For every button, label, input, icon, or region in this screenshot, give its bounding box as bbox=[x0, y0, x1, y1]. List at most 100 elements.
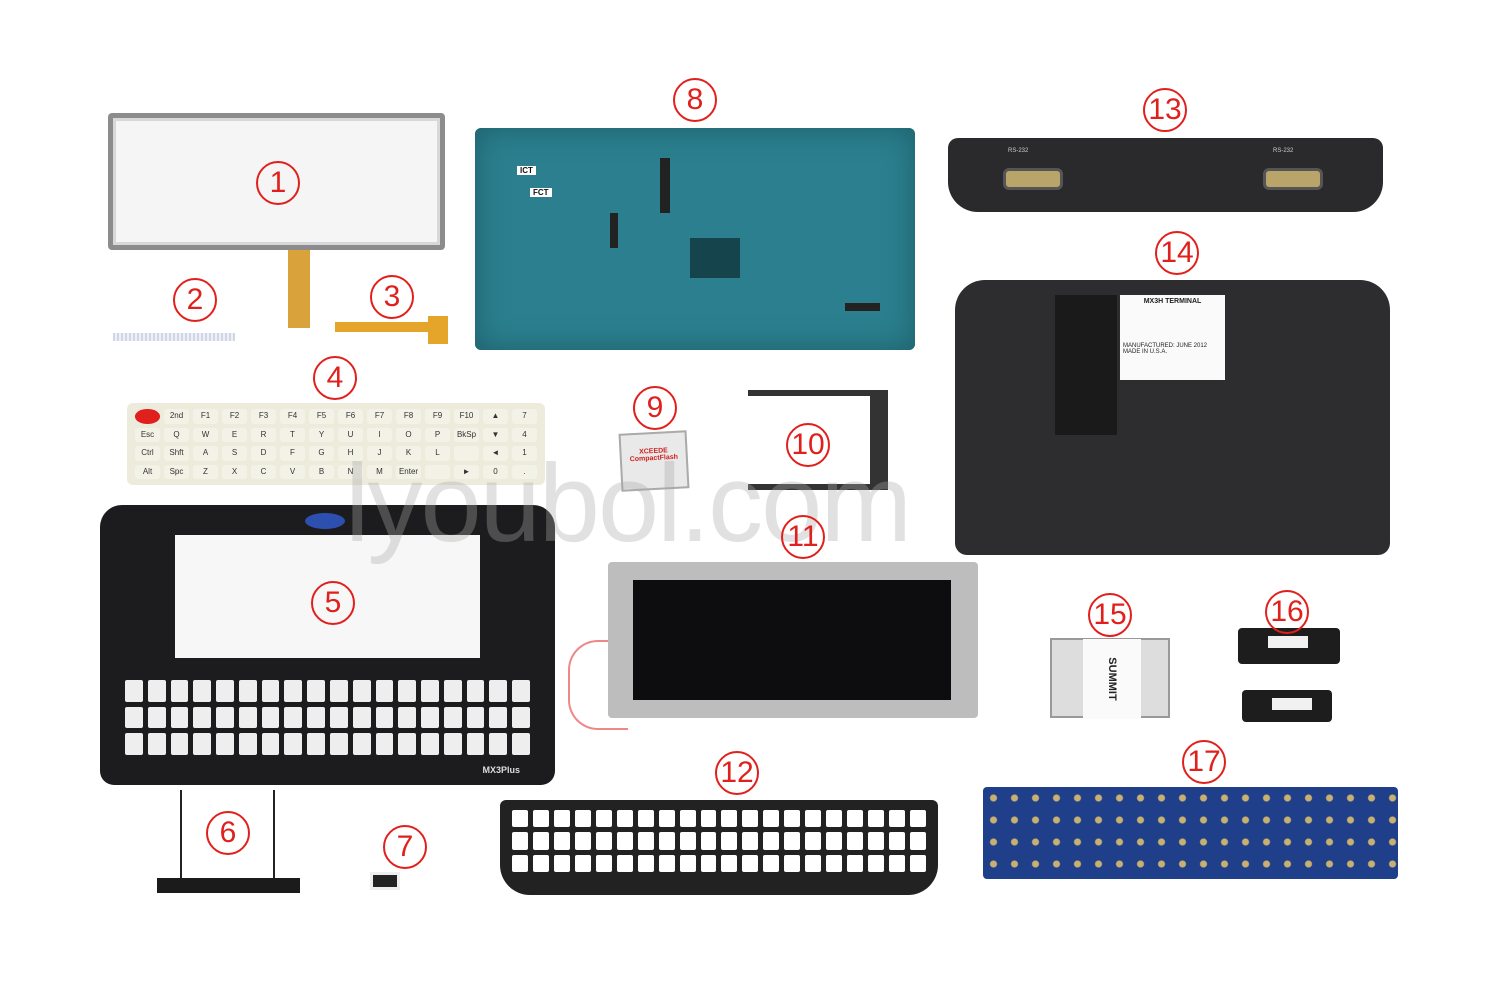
label-date: MANUFACTURED: JUNE 2012 bbox=[1123, 343, 1208, 349]
keypad-key: F10 bbox=[454, 409, 479, 424]
key-hole bbox=[375, 706, 394, 729]
keypad-key: S bbox=[222, 446, 247, 461]
part-number: 14 bbox=[1155, 231, 1199, 275]
key-hole bbox=[238, 706, 257, 729]
key-hole bbox=[616, 810, 633, 828]
keypad-key: Alt bbox=[135, 464, 160, 479]
key-hole bbox=[637, 810, 654, 828]
key-hole bbox=[679, 810, 696, 828]
keypad-key: B bbox=[309, 464, 334, 479]
part-number: 6 bbox=[206, 811, 250, 855]
part-number: 17 bbox=[1182, 740, 1226, 784]
key-hole bbox=[763, 854, 780, 872]
key-hole bbox=[532, 854, 549, 872]
keypad-key: V bbox=[280, 464, 305, 479]
keypad-key: Esc bbox=[135, 427, 160, 442]
part-number: 5 bbox=[311, 581, 355, 625]
key-hole bbox=[742, 810, 759, 828]
keypad-key: ▼ bbox=[483, 427, 508, 442]
flex-cable bbox=[335, 322, 440, 332]
key-hole bbox=[553, 810, 570, 828]
radio-brand: SUMMIT bbox=[1083, 639, 1141, 719]
keypad-key: Ctrl bbox=[135, 446, 160, 461]
keypad-key bbox=[425, 464, 450, 479]
part-number: 11 bbox=[781, 515, 825, 559]
key-hole bbox=[742, 854, 759, 872]
key-hole bbox=[147, 680, 166, 702]
key-hole bbox=[910, 854, 926, 872]
key-hole bbox=[805, 832, 822, 850]
key-hole bbox=[307, 680, 325, 702]
keypad-key: M bbox=[367, 464, 392, 479]
key-hole bbox=[170, 733, 189, 755]
keypad-key: H bbox=[338, 446, 363, 461]
keypad-key: G bbox=[309, 446, 334, 461]
key-hole bbox=[421, 680, 439, 702]
keypad-key: K bbox=[396, 446, 421, 461]
lcd-cable bbox=[568, 640, 628, 730]
key-hole bbox=[125, 680, 143, 702]
key-hole bbox=[910, 832, 926, 850]
connector-strip: RS-232 RS-232 bbox=[948, 138, 1383, 212]
part-number: 9 bbox=[633, 386, 677, 430]
part-number: 4 bbox=[313, 356, 357, 400]
key-hole bbox=[147, 706, 166, 729]
key-hole bbox=[216, 706, 234, 729]
key-hole bbox=[193, 706, 212, 729]
keypad-key: 0 bbox=[483, 464, 508, 479]
keypad-key: F bbox=[280, 446, 305, 461]
key-hole bbox=[238, 680, 257, 702]
key-hole bbox=[616, 854, 633, 872]
keypad-board bbox=[983, 787, 1398, 879]
key-hole bbox=[352, 733, 371, 755]
gasket bbox=[1238, 628, 1340, 664]
keypad-key: R bbox=[251, 427, 276, 442]
serial-port bbox=[1003, 168, 1063, 190]
keypad-key: Q bbox=[164, 427, 189, 442]
keypad-key bbox=[454, 446, 479, 461]
key-hole bbox=[784, 832, 801, 850]
key-hole bbox=[512, 810, 528, 828]
key-hole bbox=[193, 733, 212, 755]
key-hole bbox=[616, 832, 633, 850]
keypad-key: W bbox=[193, 427, 218, 442]
key-hole bbox=[574, 832, 591, 850]
key-hole bbox=[466, 706, 485, 729]
key-hole bbox=[889, 810, 906, 828]
key-hole bbox=[330, 706, 348, 729]
keypad-key: . bbox=[512, 464, 537, 479]
key-hole bbox=[307, 706, 325, 729]
key-hole bbox=[330, 680, 348, 702]
key-hole bbox=[443, 706, 462, 729]
key-hole bbox=[868, 832, 885, 850]
keypad-key: F3 bbox=[251, 409, 276, 424]
key-hole bbox=[489, 706, 508, 729]
key-hole bbox=[658, 832, 675, 850]
keypad-key: D bbox=[251, 446, 276, 461]
key-hole bbox=[330, 733, 348, 755]
key-hole bbox=[421, 733, 439, 755]
label-origin: MADE IN U.S.A. bbox=[1123, 349, 1168, 355]
key-hole bbox=[466, 733, 485, 755]
keypad-key: Z bbox=[193, 464, 218, 479]
label-title: MX3H TERMINAL bbox=[1143, 298, 1202, 305]
cable-connector bbox=[370, 872, 400, 890]
part-number: 7 bbox=[383, 825, 427, 869]
keypad-key: F8 bbox=[396, 409, 421, 424]
key-hole bbox=[398, 733, 417, 755]
card-bracket bbox=[748, 390, 888, 490]
ribbon-cable bbox=[113, 333, 235, 341]
antenna-wire bbox=[180, 790, 210, 880]
key-hole bbox=[805, 810, 822, 828]
keypad-key: Spc bbox=[164, 464, 189, 479]
key-hole bbox=[574, 854, 591, 872]
key-hole bbox=[742, 832, 759, 850]
key-hole bbox=[826, 832, 843, 850]
ict-label: ICT bbox=[517, 166, 536, 175]
part-number: 10 bbox=[786, 423, 830, 467]
keypad-key: ► bbox=[454, 464, 479, 479]
key-hole bbox=[805, 854, 822, 872]
keypad-key: N bbox=[338, 464, 363, 479]
rs232-label: RS-232 bbox=[1008, 148, 1029, 154]
keypad-key: P bbox=[425, 427, 450, 442]
